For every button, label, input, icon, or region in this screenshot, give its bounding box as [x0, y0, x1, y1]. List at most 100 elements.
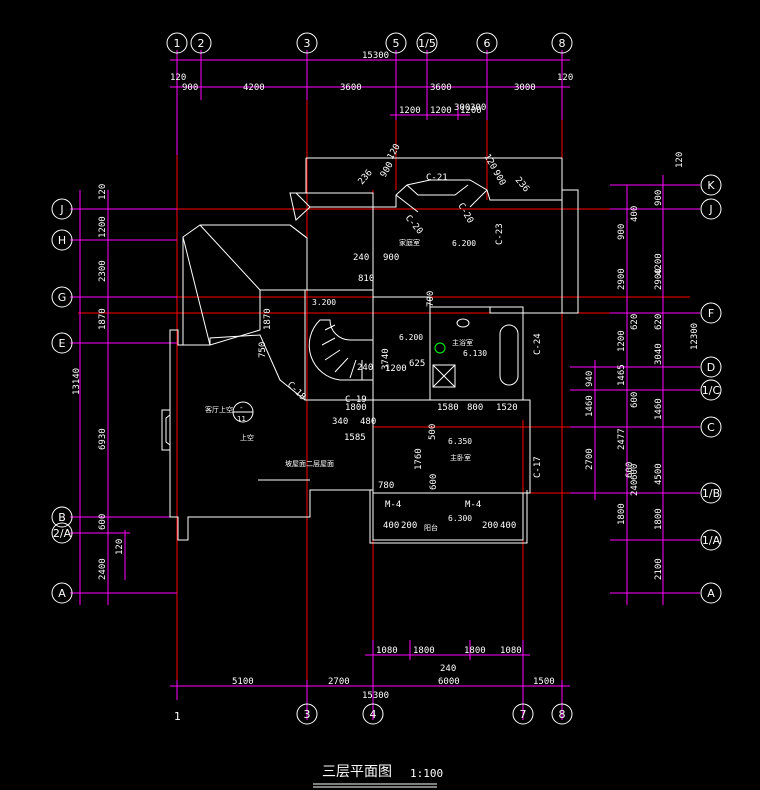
dim-bottom-row1: 2700 [328, 677, 350, 687]
inner-dim: 1870 [263, 308, 273, 330]
right-axis-bubble-circle [700, 379, 722, 401]
dim-right-row2: 1460 [585, 395, 595, 417]
dim-top-row2b: 300 [454, 103, 470, 113]
top-axis-bubble-circle [166, 32, 188, 54]
dim-right-row1: 3040 [654, 343, 664, 365]
window-label: C-19 [345, 395, 367, 405]
callout-top: - [240, 404, 243, 412]
right-axis-bubble-circle [700, 482, 722, 504]
dim-overall-right: 12300 [690, 323, 700, 350]
dim-left-row1: 600 [98, 514, 108, 530]
dim-left-row1: 2400 [98, 558, 108, 580]
elevation-mark: 6.200 [399, 333, 423, 342]
right-axis-bubble-label: 1/C [702, 384, 721, 397]
dim-right-row1: 1460 [654, 398, 664, 420]
inner-dim: 1800 [345, 403, 367, 413]
dim-right-row2: 900 [617, 224, 627, 240]
top-axis-bubble-label: 6 [484, 37, 491, 50]
dim-right-row2: 600 [630, 464, 640, 480]
inner-dim: 400 [383, 521, 399, 531]
right-axis-bubble-circle [700, 356, 722, 378]
dim-right-row1: 900 [654, 190, 664, 206]
bottom-axis-bubble-circle [551, 703, 573, 725]
elevation-mark: 6.130 [463, 349, 487, 358]
room-void-label: 上空 [240, 433, 254, 442]
dim-bottom-row1: 6000 [438, 677, 460, 687]
dim-bay: 236 [357, 168, 375, 187]
dim-bay: 900 [379, 160, 396, 179]
inner-dim: 200 [401, 521, 417, 531]
left-axis-bubble-circle [51, 229, 73, 251]
inner-dim: 480 [360, 417, 376, 427]
top-axis-bubble-circle [476, 32, 498, 54]
dim-right-row2: 400 [630, 206, 640, 222]
top-axis-bubble-label: 5 [393, 37, 400, 50]
left-axis-bubble-circle [51, 332, 73, 354]
dim-edge-right: 120 [557, 73, 573, 83]
dim-right-row2: 2700 [585, 448, 595, 470]
bottom-axis-bubble-label: 8 [559, 708, 566, 721]
dim-top-row1: 900 [182, 83, 198, 93]
left-axis-bubble-label: B [58, 511, 66, 524]
inner-dim: 500 [428, 424, 438, 440]
inner-dim: 800 [467, 403, 483, 413]
drawing-title: 三层平面图 [322, 764, 392, 780]
bottom-axis-bubble-circle [362, 703, 384, 725]
inner-dim: 600 [429, 474, 439, 490]
section-callout: - 11 [232, 401, 254, 423]
right-axis-bubble: 1/B [700, 482, 722, 504]
dim-bottom-row2: 1800 [413, 646, 435, 656]
dim-right-row2: 1465 [617, 364, 627, 386]
right-axis-bubble: A [700, 582, 722, 604]
inner-dim: 700 [426, 291, 436, 307]
left-axis-bubble-circle [51, 286, 73, 308]
right-axis-bubble-circle [700, 302, 722, 324]
right-axis-bubble-label: 1/B [702, 487, 720, 500]
top-axis-bubble: 1/5 [416, 32, 438, 54]
dim-right-row2: 1200 [617, 330, 627, 352]
left-axis-bubble-label: 2/A [53, 527, 72, 540]
room-balcony: 阳台 [424, 523, 438, 532]
dim-right-row1: 2100 [654, 558, 664, 580]
inner-dim: 1200 [385, 364, 407, 374]
inner-dim: 400 [500, 521, 516, 531]
room-labels: 家庭室主浴室主卧室客厅上空阳台上空坡屋面二层屋面6.2003.2006.2006… [205, 238, 487, 532]
left-axis-bubble-circle [51, 522, 73, 544]
left-axis-bubble: E [51, 332, 73, 354]
top-axis-bubble: 1 [166, 32, 188, 54]
bottom-axis-bubble: 4 [362, 703, 384, 725]
bottom-axis-label: 1 [174, 710, 181, 723]
dim-left-row1: 120 [98, 184, 108, 200]
bottom-axis-bubble-circle [296, 703, 318, 725]
top-axis-bubble: 8 [551, 32, 573, 54]
dim-right-row2: 240 [630, 480, 640, 496]
dim-left-row1: 1200 [98, 216, 108, 238]
right-axis-bubble: F [700, 302, 722, 324]
dim-bottom-row2: 1800 [464, 646, 486, 656]
right-axis-bubble-circle [700, 198, 722, 220]
right-axis-bubble: 1/A [700, 529, 722, 551]
dim-overall-left: 13140 [72, 368, 82, 395]
inner-dim: 780 [378, 481, 394, 491]
top-axis-bubble: 6 [476, 32, 498, 54]
dim-right-row2: 2477 [617, 428, 627, 450]
left-axis-bubble-circle [51, 582, 73, 604]
dim-top-row1: 3600 [430, 83, 452, 93]
bottom-axis-bubble: 8 [551, 703, 573, 725]
callout-bottom: 11 [237, 415, 246, 423]
dim-right-row1: 120 [675, 152, 685, 168]
top-axis-bubble-label: 2 [198, 37, 205, 50]
elevation-mark: 6.200 [452, 239, 476, 248]
left-axis-bubble: B [51, 506, 73, 528]
dim-right-row2: 2900 [617, 268, 627, 290]
inner-dim: 1520 [496, 403, 518, 413]
left-axis-bubble-label: A [58, 587, 66, 600]
top-axis-bubble-label: 1 [174, 37, 181, 50]
top-axis-bubble-circle [551, 32, 573, 54]
dim-top-row2: 1200 [399, 106, 421, 116]
right-axis-bubble-circle [700, 529, 722, 551]
top-axis-bubble: 5 [385, 32, 407, 54]
top-axis-bubble-circle [296, 32, 318, 54]
